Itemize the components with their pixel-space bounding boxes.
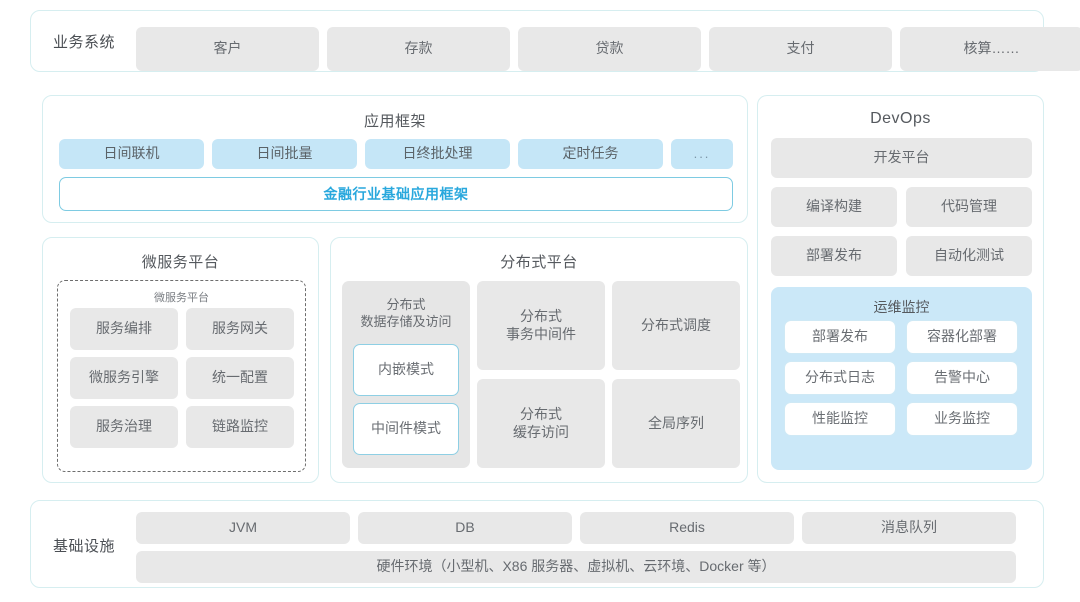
- appframe-tag-daytime-online[interactable]: 日间联机: [59, 139, 204, 169]
- ops-monitoring-title: 运维监控: [873, 299, 930, 315]
- ops-tile-container-deploy[interactable]: 容器化部署: [906, 320, 1018, 354]
- dist-tile-cache-access[interactable]: 分布式 缓存访问: [477, 379, 605, 468]
- infra-tile-hardware-environment[interactable]: 硬件环境（小型机、X86 服务器、虚拟机、云环境、Docker 等）: [136, 551, 1016, 583]
- appframe-tag-daytime-batch[interactable]: 日间批量: [212, 139, 357, 169]
- micro-tile-link-monitoring[interactable]: 链路监控: [186, 406, 294, 448]
- appframe-tag-scheduled-task[interactable]: 定时任务: [518, 139, 663, 169]
- micro-tile-microservice-engine[interactable]: 微服务引擎: [70, 357, 178, 399]
- infra-tile-db[interactable]: DB: [358, 512, 572, 544]
- devops-tile-code-management[interactable]: 代码管理: [906, 187, 1032, 227]
- infra-tile-jvm[interactable]: JVM: [136, 512, 350, 544]
- devops-title: DevOps: [870, 110, 931, 127]
- appframe-tag-more[interactable]: ...: [671, 139, 733, 169]
- devops-tile-deploy-release[interactable]: 部署发布: [771, 236, 897, 276]
- devops-tile-dev-platform[interactable]: 开发平台: [771, 138, 1032, 178]
- ops-monitoring-panel: 运维监控 部署发布 容器化部署 分布式日志 告警中心 性能监控 业务监控: [771, 287, 1032, 470]
- business-tile-customer[interactable]: 客户: [136, 27, 319, 71]
- distributed-storage-column: 分布式 数据存储及访问 内嵌模式 中间件模式: [342, 281, 470, 468]
- ops-tile-business-monitor[interactable]: 业务监控: [906, 402, 1018, 436]
- business-tile-deposit[interactable]: 存款: [327, 27, 510, 71]
- devops-card: DevOps 开发平台 编译构建 代码管理 部署发布 自动化测试 运维监控 部署…: [757, 95, 1044, 483]
- business-systems-band: 业务系统 客户 存款 贷款 支付 核算……: [30, 10, 1080, 72]
- dist-tile-transaction-middleware[interactable]: 分布式 事务中间件: [477, 281, 605, 370]
- distributed-platform-card: 分布式平台 分布式 数据存储及访问 内嵌模式 中间件模式 分布式 事务中间件 分…: [330, 237, 748, 483]
- finance-base-framework-bar[interactable]: 金融行业基础应用框架: [59, 177, 733, 211]
- application-framework-title: 应用框架: [363, 113, 426, 130]
- application-framework-card: 应用框架 日间联机 日间批量 日终批处理 定时任务 ... 金融行业基础应用框架: [42, 95, 748, 223]
- microservice-inner-dashed-box: 微服务平台 服务编排 服务网关 微服务引擎 统一配置 服务治理 链路监控: [57, 280, 306, 472]
- ops-tile-deploy-release[interactable]: 部署发布: [784, 320, 896, 354]
- ops-tile-performance-monitor[interactable]: 性能监控: [784, 402, 896, 436]
- infra-tile-message-queue[interactable]: 消息队列: [802, 512, 1016, 544]
- ops-tile-distributed-log[interactable]: 分布式日志: [784, 361, 896, 395]
- distributed-storage-title: 分布式 数据存储及访问: [360, 297, 452, 329]
- micro-tile-unified-config[interactable]: 统一配置: [186, 357, 294, 399]
- business-tile-payment[interactable]: 支付: [709, 27, 892, 71]
- dist-tile-embedded-mode[interactable]: 内嵌模式: [353, 344, 459, 396]
- devops-tile-compile-build[interactable]: 编译构建: [771, 187, 897, 227]
- micro-tile-service-orchestration[interactable]: 服务编排: [70, 308, 178, 350]
- devops-tile-automated-test[interactable]: 自动化测试: [906, 236, 1032, 276]
- infrastructure-label: 基础设施: [53, 537, 116, 555]
- infrastructure-band: 基础设施 JVM DB Redis 消息队列 硬件环境（小型机、X86 服务器、…: [30, 500, 1044, 588]
- micro-tile-service-gateway[interactable]: 服务网关: [186, 308, 294, 350]
- business-tile-loan[interactable]: 贷款: [518, 27, 701, 71]
- business-systems-label: 业务系统: [53, 33, 116, 51]
- infra-tile-redis[interactable]: Redis: [580, 512, 794, 544]
- microservice-platform-card: 微服务平台 微服务平台 服务编排 服务网关 微服务引擎 统一配置 服务治理 链路…: [42, 237, 319, 483]
- micro-tile-service-governance[interactable]: 服务治理: [70, 406, 178, 448]
- appframe-tag-eod-batch[interactable]: 日终批处理: [365, 139, 510, 169]
- dist-tile-global-sequence[interactable]: 全局序列: [612, 379, 740, 468]
- business-tile-accounting[interactable]: 核算……: [900, 27, 1080, 71]
- microservice-inner-title: 微服务平台: [154, 292, 209, 304]
- distributed-platform-title: 分布式平台: [500, 254, 578, 271]
- microservice-platform-title: 微服务平台: [141, 254, 220, 271]
- dist-tile-middleware-mode[interactable]: 中间件模式: [353, 403, 459, 455]
- dist-tile-distributed-scheduling[interactable]: 分布式调度: [612, 281, 740, 370]
- ops-tile-alert-center[interactable]: 告警中心: [906, 361, 1018, 395]
